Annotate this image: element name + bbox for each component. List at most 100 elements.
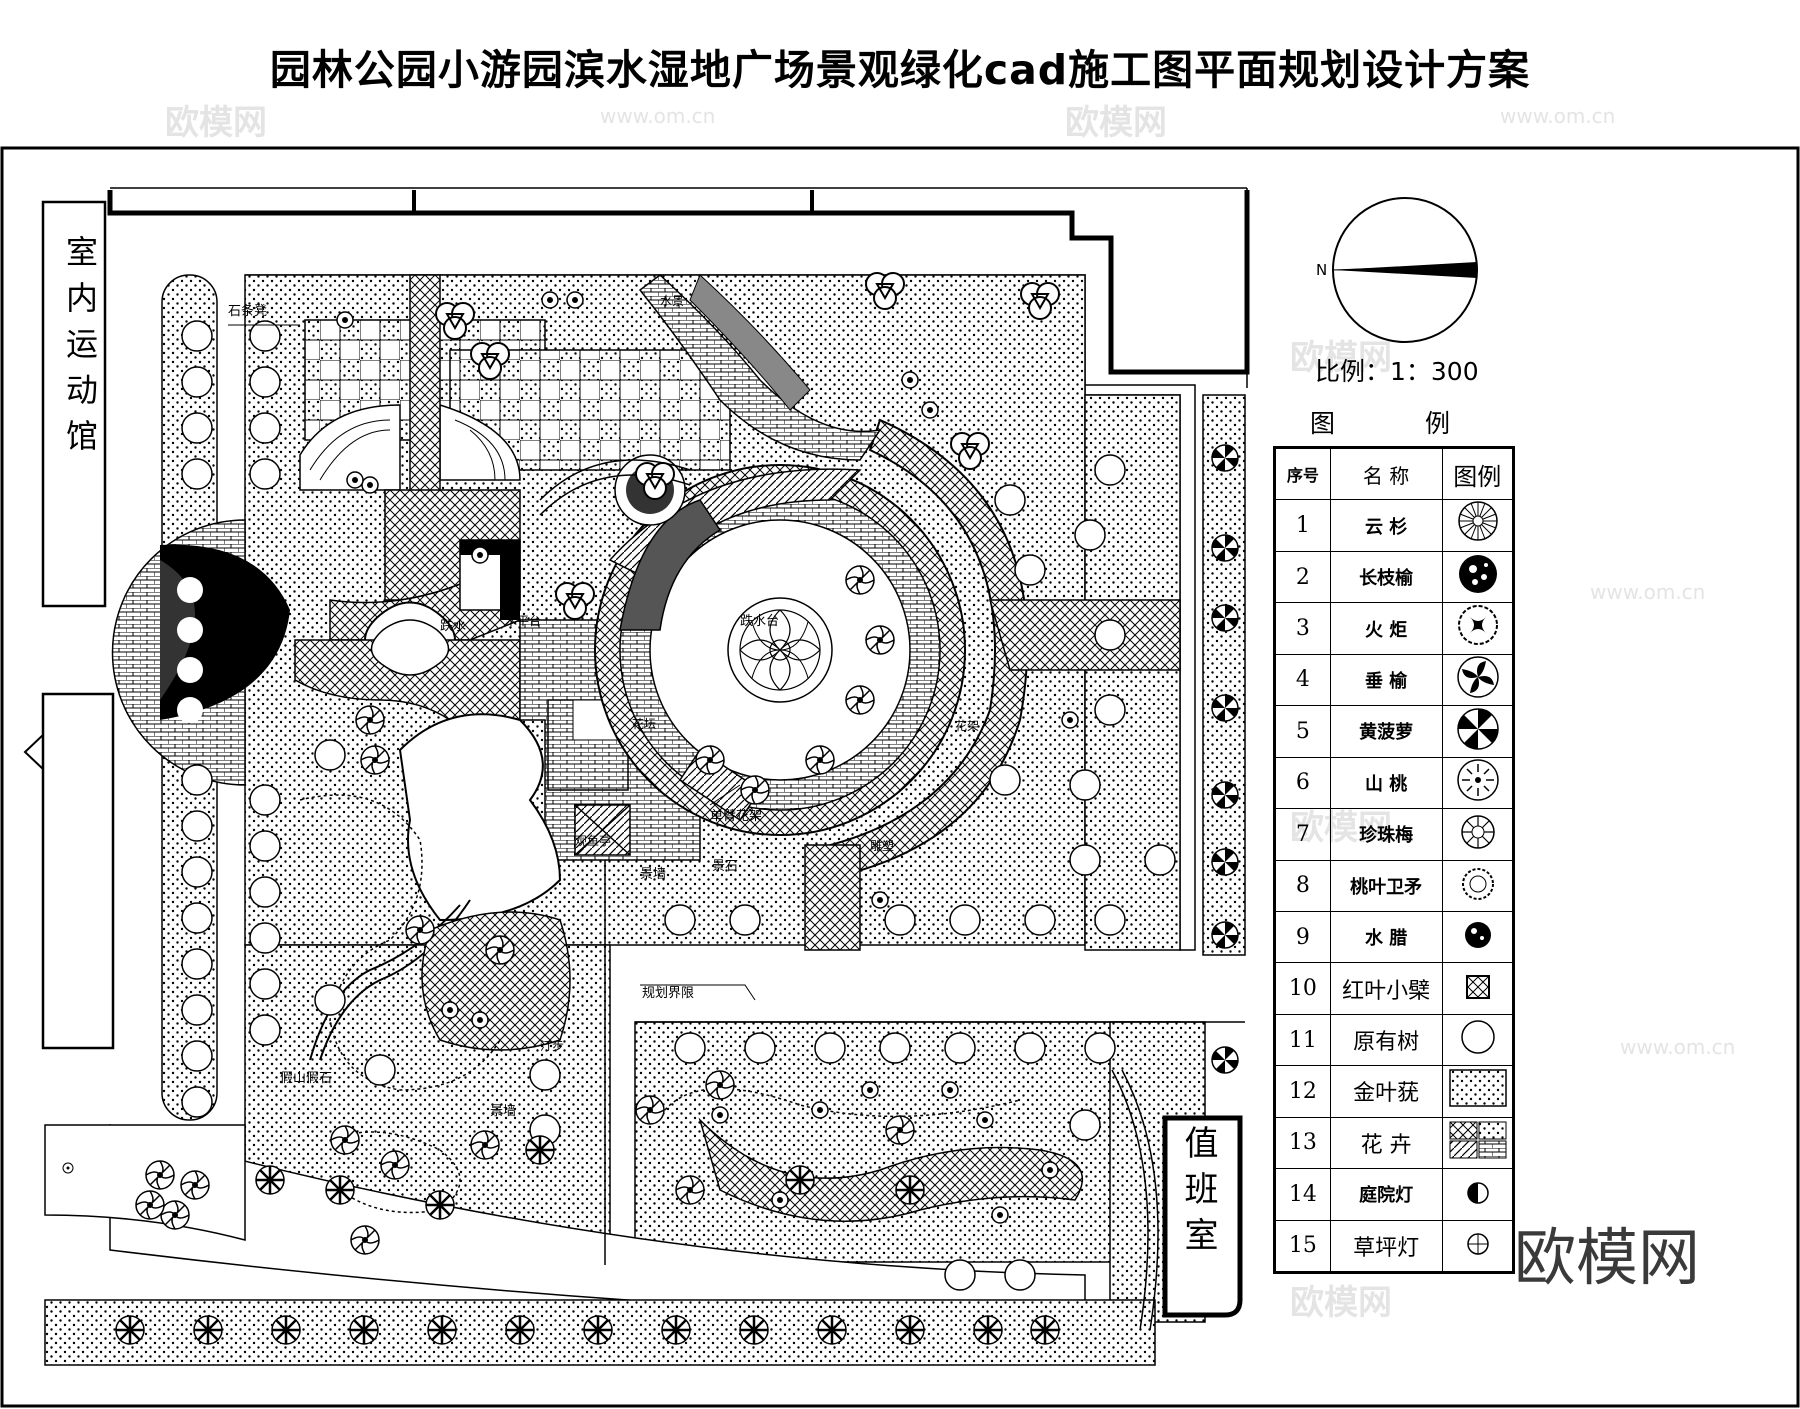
euonymus-symbol	[1441, 859, 1514, 912]
legend-seq: 8	[1275, 859, 1331, 912]
label-flower-bed: 花坛	[632, 716, 656, 731]
torch-tree-symbol	[1441, 602, 1514, 655]
legend-seq: 1	[1275, 499, 1331, 552]
legend-header-row: 序号 名 称 图例	[1275, 447, 1514, 501]
legend-seq: 3	[1275, 602, 1331, 655]
legend-header-seq: 序号	[1275, 447, 1331, 501]
golden-caryopteris-symbol	[1441, 1065, 1514, 1118]
existing-tree-symbol	[1441, 1013, 1514, 1067]
page-title: 园林公园小游园滨水湿地广场景观绿化cad施工图平面规划设计方案	[269, 46, 1531, 94]
label-planning-boundary: 规划界限	[642, 986, 694, 1001]
fishing-pavilion	[574, 804, 631, 856]
label-landscape-wall-2: 景墙	[490, 1104, 516, 1119]
legend-name: 桃叶卫矛	[1329, 859, 1443, 912]
legend-seq: 14	[1275, 1168, 1331, 1221]
legend-seq: 15	[1275, 1219, 1331, 1273]
label-sculpture: 雕塑	[870, 838, 894, 853]
watermark-brand: 欧模网	[1290, 1283, 1392, 1323]
lawn-lamp-symbol	[1441, 1219, 1514, 1273]
legend-seq: 10	[1275, 962, 1331, 1015]
label-fountain-stage: 跌水台	[740, 613, 779, 629]
amur-cork-symbol	[1441, 705, 1514, 758]
legend-seq: 4	[1275, 653, 1331, 707]
spruce-symbol	[1441, 499, 1514, 552]
privet-symbol	[1441, 910, 1514, 964]
north-wall	[107, 190, 1250, 375]
garden-lamp-symbol	[1441, 1168, 1514, 1221]
label-pergola: 花架	[955, 718, 979, 733]
rockery-area	[421, 911, 571, 1051]
legend-seq: 2	[1275, 550, 1331, 604]
watermark-url: www.om.cn	[1590, 580, 1706, 604]
long-branch-elm-symbol	[1441, 550, 1514, 604]
duty-room	[1162, 1115, 1243, 1318]
label-stone-bench: 石条凳	[228, 303, 267, 319]
indoor-gym-building	[41, 200, 107, 608]
compass-north-label: N	[1316, 261, 1327, 279]
legend-name: 珍珠梅	[1329, 808, 1443, 861]
label-fishing-pavilion: 观鱼亭	[575, 833, 611, 848]
watermark-corner: 欧模网	[1513, 1221, 1700, 1294]
label-drop-water: 跌水	[440, 618, 466, 634]
north-compass: N	[1316, 197, 1478, 343]
label-rockery: 假山假石	[280, 1071, 332, 1086]
watermark-url: www.om.cn	[1620, 1035, 1736, 1059]
duty-room-label: 值班室	[1178, 1125, 1218, 1263]
wavy-flower-bed	[698, 1117, 1084, 1222]
inscription-bed	[619, 499, 722, 631]
legend-seq: 9	[1275, 910, 1331, 964]
indoor-gym-label: 室内运动馆	[61, 235, 99, 465]
tree-row-west	[177, 320, 281, 1118]
southwest-corner-trees	[62, 1160, 210, 1230]
red-barberry-symbol	[1441, 962, 1514, 1015]
legend-name: 金叶莸	[1329, 1065, 1443, 1118]
flowers-symbol	[1441, 1116, 1514, 1170]
legend-name: 草坪灯	[1329, 1219, 1443, 1273]
label-landscape-wall-1: 景墙	[640, 867, 666, 882]
watermark-brand: 欧模网	[1290, 338, 1392, 378]
label-water-feature: 水景	[660, 294, 684, 308]
legend-name: 庭院灯	[1329, 1168, 1443, 1221]
watermark-brand: 欧模网	[165, 103, 267, 143]
legend-name: 垂 榆	[1329, 653, 1443, 707]
label-wood-platform: 木平台	[505, 613, 541, 628]
legend-seq: 12	[1275, 1065, 1331, 1118]
legend-seq: 5	[1275, 705, 1331, 758]
legend-name: 山 桃	[1329, 756, 1443, 810]
stream	[398, 713, 562, 922]
label-stepping-stones: 汀步	[540, 1039, 564, 1053]
legend-header-symbol: 图例	[1441, 447, 1514, 501]
label-scenic-stone: 景石	[712, 859, 738, 874]
legend-header-name: 名 称	[1329, 447, 1443, 501]
sorbaria-symbol	[1441, 808, 1514, 861]
legend-title: 图例	[1310, 409, 1541, 438]
drawing-frame	[0, 146, 1800, 1408]
legend-seq: 13	[1275, 1116, 1331, 1170]
wild-peach-symbol	[1441, 756, 1514, 810]
watermark-url: www.om.cn	[600, 104, 716, 128]
legend-name: 云 杉	[1329, 499, 1443, 552]
weeping-elm-symbol	[1441, 653, 1514, 707]
scale-label: 比例：1：300	[1315, 357, 1479, 386]
watermark-url: www.om.cn	[1500, 104, 1616, 128]
legend-name: 黄菠萝	[1329, 705, 1443, 758]
side-building	[41, 692, 115, 1050]
legend-name: 长枝榆	[1329, 550, 1443, 604]
legend-name: 火 炬	[1329, 602, 1443, 655]
legend-name: 红叶小檗	[1329, 962, 1443, 1015]
